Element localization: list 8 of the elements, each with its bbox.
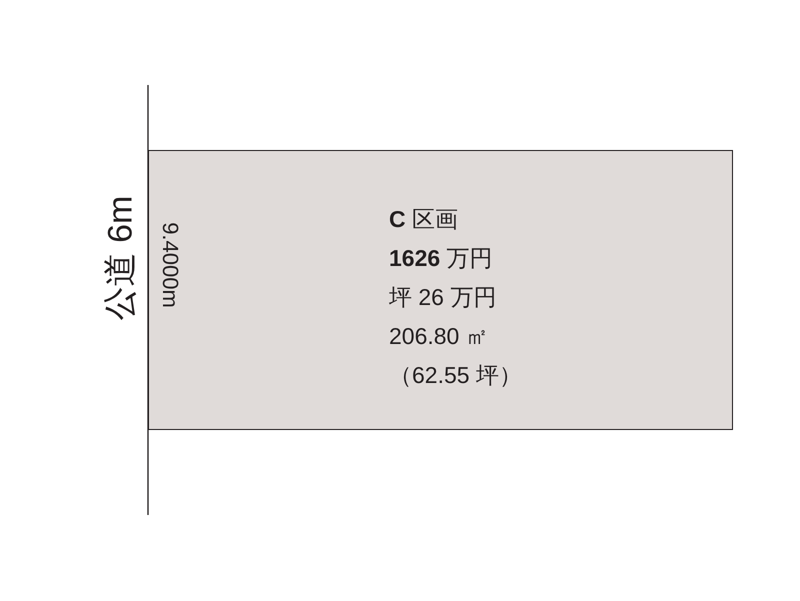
lot-info-text: C 区画 <box>389 205 458 233</box>
lot-box <box>148 150 733 430</box>
lot-info-text: （62.55 坪） <box>389 361 522 389</box>
lot-info-text: 坪 26 万円 <box>389 283 496 311</box>
dimension-label: 9.4000m <box>156 222 183 308</box>
road-label: 公道 6m <box>100 196 140 320</box>
lot-info-text: 1626 万円 <box>389 244 493 272</box>
lot-info-text: 206.80 ㎡ <box>389 322 489 350</box>
